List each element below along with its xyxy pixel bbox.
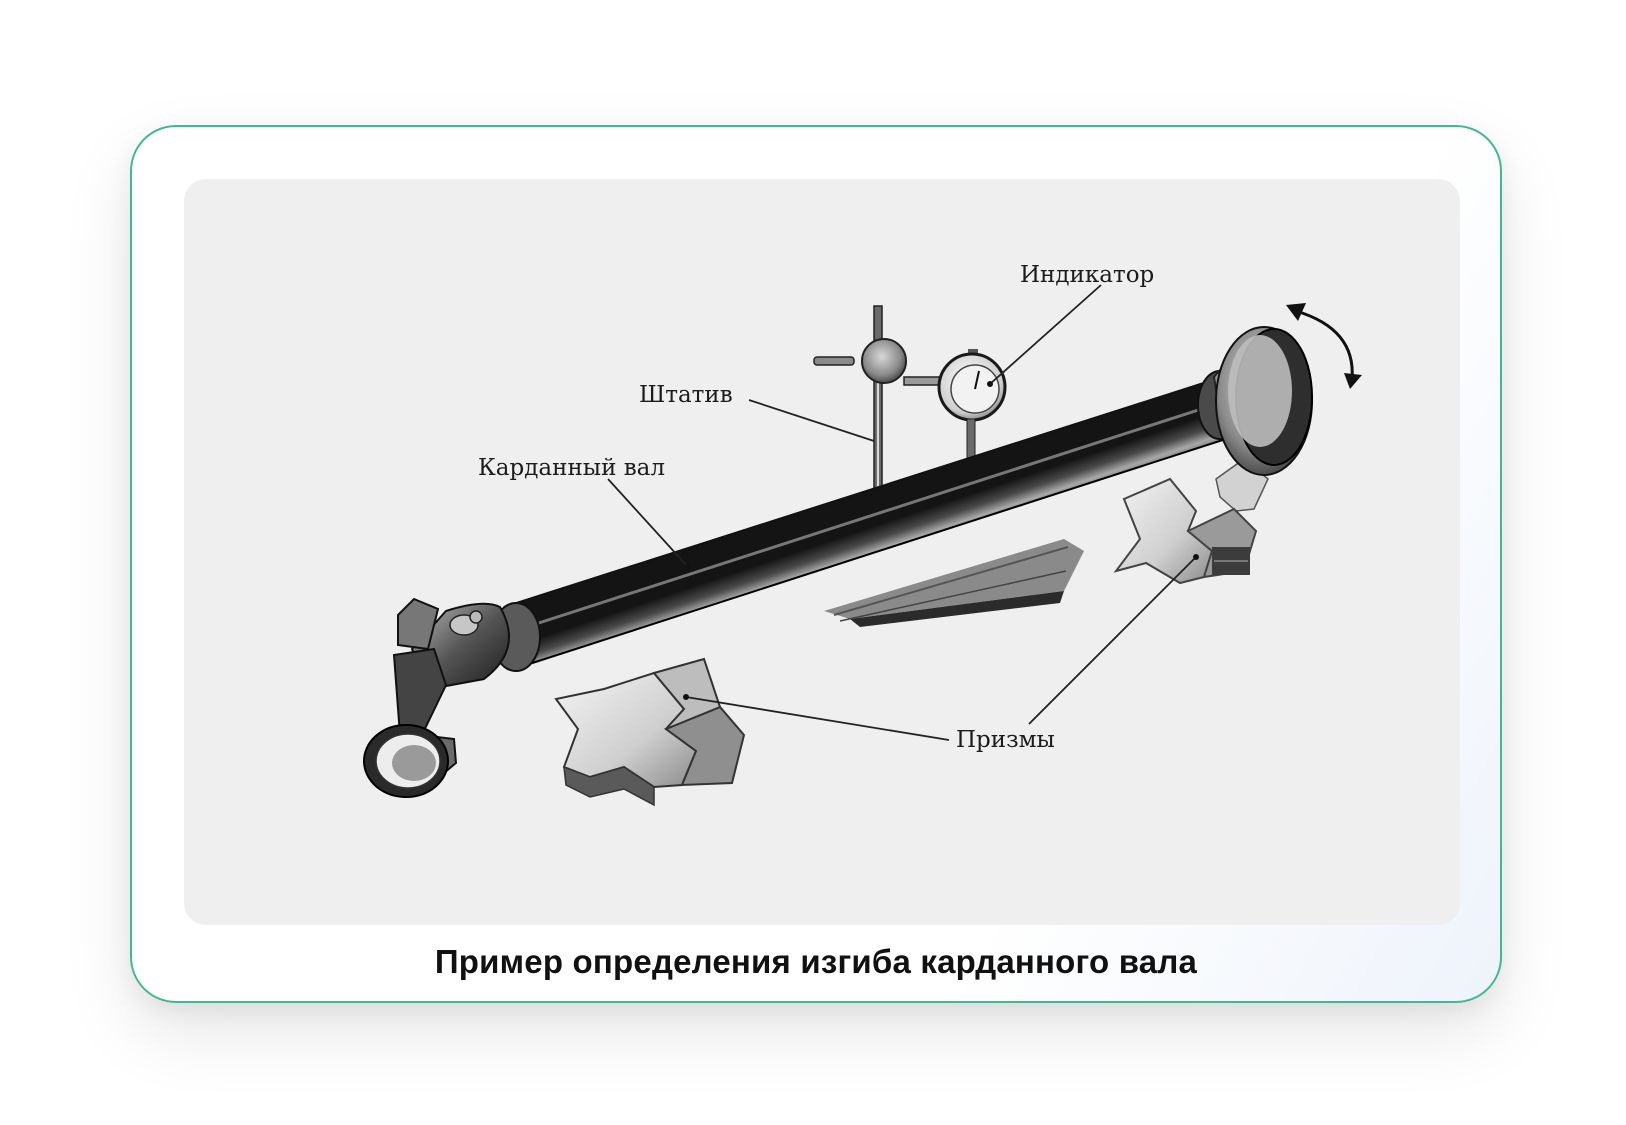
- universal-joint-left: [363, 597, 541, 798]
- leader-lines: [607, 284, 1197, 741]
- label-prisms: Призмы: [956, 727, 1055, 753]
- leader-prisms-right: [1028, 556, 1197, 725]
- leader-prisms-left: [685, 696, 950, 741]
- rotation-arrow: [1286, 303, 1362, 389]
- figure-caption: Пример определения изгиба карданного вал…: [434, 943, 1198, 980]
- label-indicator: Индикатор: [1020, 262, 1154, 288]
- leader-stand: [748, 399, 875, 442]
- flange-right: [1197, 326, 1313, 476]
- figure-card: Индикатор Штатив Карданный вал Призмы Пр…: [130, 125, 1502, 1003]
- label-stand: Штатив: [639, 382, 733, 408]
- diagram-svg: Индикатор Штатив Карданный вал Призмы: [363, 262, 1362, 807]
- label-shaft: Карданный вал: [478, 455, 665, 481]
- dial-indicator: [937, 349, 1007, 470]
- leader-indicator: [989, 284, 1102, 385]
- shaft-bend-diagram: Индикатор Штатив Карданный вал Призмы: [184, 179, 1460, 925]
- base-rail: [824, 539, 1084, 627]
- shaft-tube: [503, 378, 1233, 668]
- prism-right: [1113, 458, 1269, 585]
- prism-left: [554, 657, 746, 807]
- leader-shaft: [607, 478, 689, 568]
